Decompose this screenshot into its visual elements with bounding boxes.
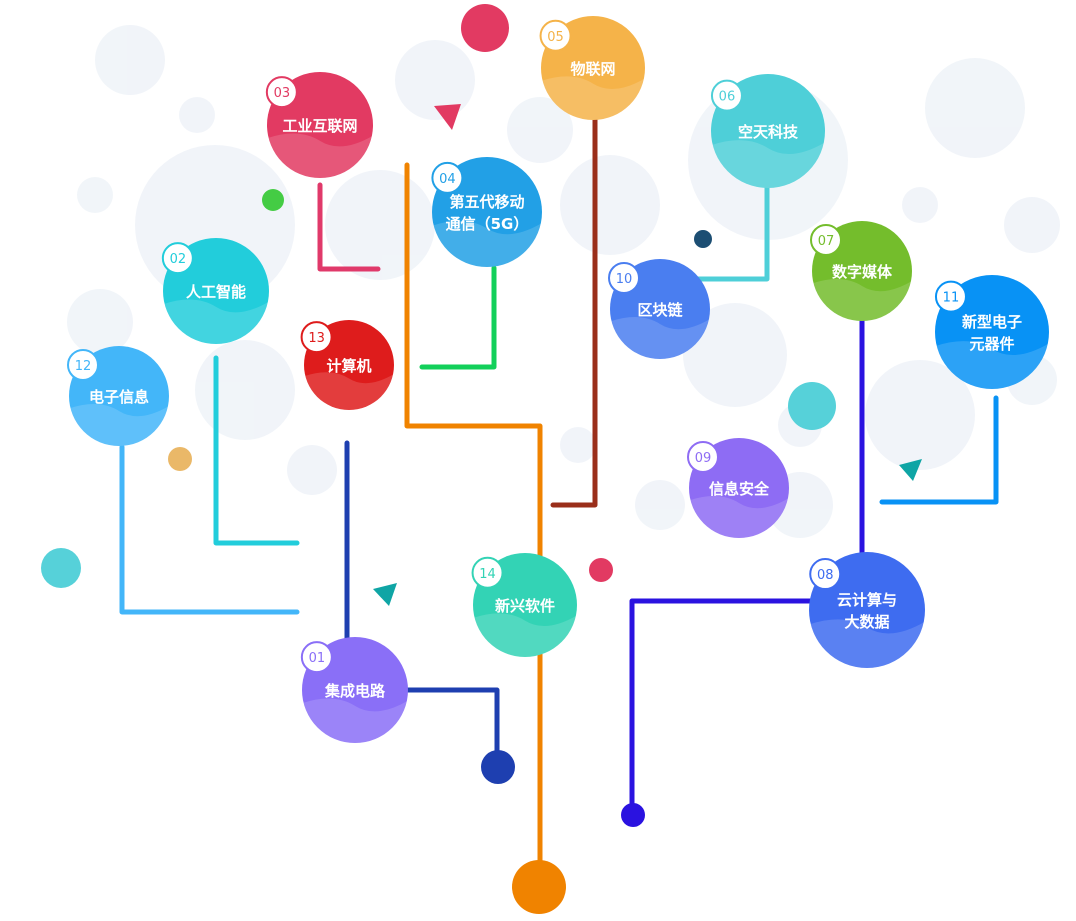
node-14[interactable]: 14 新兴软件 [471,553,577,657]
wave-decoration [689,496,789,538]
node-label: 集成电路 [324,682,386,700]
decor-dot [788,382,836,430]
node-number-badge [810,224,842,256]
node-number-badge [809,558,842,591]
connector-05 [550,115,598,508]
wave-decoration [711,140,825,188]
wave-decoration [302,698,408,743]
node-05[interactable]: 05 物联网 [539,16,645,120]
node-number: 04 [439,172,456,187]
node-number: 05 [547,30,564,45]
node-03[interactable]: 03 工业互联网 [265,72,373,178]
node-number: 06 [719,90,736,105]
decor-triangle [434,104,461,130]
node-10[interactable]: 10 区块链 [608,259,710,359]
node-number-badge [710,79,743,112]
node-label: 通信（5G） [446,215,529,233]
node-label: 空天科技 [738,123,799,141]
node-number-badge [67,349,99,381]
decor-triangle [899,459,922,481]
wave-decoration [809,619,925,668]
node-number: 03 [274,86,291,101]
decor-dot [461,4,509,52]
wave-decoration [473,613,577,657]
node-01[interactable]: 01 集成电路 [300,637,408,743]
decor-triangle [373,583,397,606]
node-label: 大数据 [844,613,889,631]
connector-01 [402,687,500,768]
node-number: 01 [309,651,326,666]
node-number-badge [161,242,194,275]
node-label: 物联网 [570,60,615,78]
node-number-badge [608,262,640,294]
connector-08 [629,598,813,813]
wave-decoration [69,404,169,446]
decor-dot [168,447,192,471]
connector-06 [694,185,770,282]
connector-lines [119,115,999,873]
node-label: 信息安全 [709,480,770,498]
wave-decoration [541,76,645,120]
node-label: 人工智能 [186,283,246,301]
connector-02 [213,355,300,546]
decor-dot [694,230,712,248]
connector-11 [879,395,999,505]
end-dot [481,750,515,784]
node-label: 电子信息 [89,388,149,406]
node-label: 新兴软件 [495,597,555,615]
node-number: 02 [170,252,187,267]
end-dot [512,860,566,914]
decorations [41,4,922,914]
wave-decoration [610,317,710,359]
node-number: 14 [479,567,496,582]
node-label: 云计算与 [837,591,897,609]
node-label: 工业互联网 [282,117,357,135]
node-number-badge [934,280,967,313]
wave-decoration [267,133,373,178]
wave-decoration [812,279,912,321]
connector-14 [404,162,543,873]
node-number-badge [539,19,572,52]
node-07[interactable]: 07 数字媒体 [810,221,912,321]
node-number: 11 [943,291,960,306]
connector-03 [317,182,381,272]
connector-04 [419,265,497,370]
node-09[interactable]: 09 信息安全 [687,438,789,538]
node-06[interactable]: 06 空天科技 [710,74,825,188]
node-number-badge [265,76,298,109]
node-number: 13 [308,331,325,346]
node-02[interactable]: 02 人工智能 [161,238,269,344]
node-12[interactable]: 12 电子信息 [67,346,169,446]
node-number: 09 [695,451,712,466]
node-label: 计算机 [326,357,371,375]
connector-12 [119,444,300,615]
node-label: 新型电子 [962,313,1022,331]
end-dot [621,803,645,827]
node-number-badge [300,321,333,354]
node-number-badge [687,441,719,473]
node-number: 10 [616,272,633,287]
node-number-badge [471,556,504,589]
node-number-badge [431,161,464,194]
wave-decoration [935,341,1049,389]
node-label: 第五代移动 [449,193,524,211]
node-number: 12 [75,359,92,374]
wave-decoration [163,299,269,344]
node-label: 数字媒体 [832,263,893,281]
wave-decoration [304,372,394,410]
node-label: 元器件 [969,335,1014,353]
wave-decoration [432,220,542,267]
decor-dot [589,558,613,582]
node-number: 07 [818,234,835,249]
decor-dot [41,548,81,588]
node-number-badge [300,641,333,674]
node-label: 区块链 [637,301,683,319]
decor-dot [262,189,284,211]
node-number: 08 [817,568,834,583]
